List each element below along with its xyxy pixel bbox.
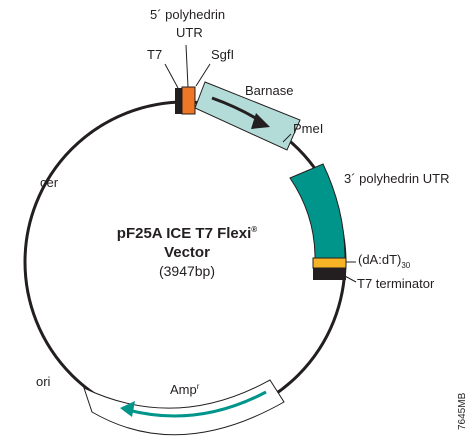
figure-code: 7645MB (457, 392, 468, 430)
label-ampr: Ampr (170, 382, 200, 397)
label-pmei: PmeI (293, 121, 323, 136)
barnase-feature (194, 81, 301, 151)
ampr-feature (83, 379, 285, 436)
label-t7: T7 (147, 47, 162, 62)
label-cer: cer (40, 175, 59, 190)
label-3-polyhedrin-utr: 3´ polyhedrin UTR (344, 171, 450, 186)
label-5-polyhedrin-line1: 5´ polyhedrin (150, 7, 225, 22)
sgfi-connector-line (195, 63, 211, 87)
label-5-polyhedrin-line2: UTR (176, 25, 203, 40)
label-sgfi: SgfI (211, 47, 234, 62)
barnase-arrowhead-icon (251, 113, 270, 129)
pmei-connector-line (282, 133, 292, 143)
plasmid-name-line2: Vector (164, 244, 210, 261)
plasmid-backbone (23, 100, 347, 424)
t7-terminator-block (313, 268, 346, 280)
plasmid-name: pF25A ICE T7 Flexi® (117, 225, 257, 242)
label-ori: ori (36, 374, 51, 389)
ampr-arrowhead-icon (120, 401, 135, 417)
polya-block (312, 257, 347, 269)
t7-connector-line (164, 63, 179, 89)
label-polya: (dA:dT)30 (358, 252, 411, 270)
label-barnase: Barnase (245, 83, 293, 98)
utr5-connector-line (185, 44, 189, 88)
polyhedrin-5utr-block (181, 86, 196, 115)
polyhedrin-3utr-feature (289, 163, 346, 259)
label-t7-terminator: T7 terminator (357, 276, 435, 291)
ampr-arrow (127, 390, 267, 418)
t7-promoter-block (175, 88, 182, 114)
plasmid-size: (3947bp) (159, 263, 215, 279)
